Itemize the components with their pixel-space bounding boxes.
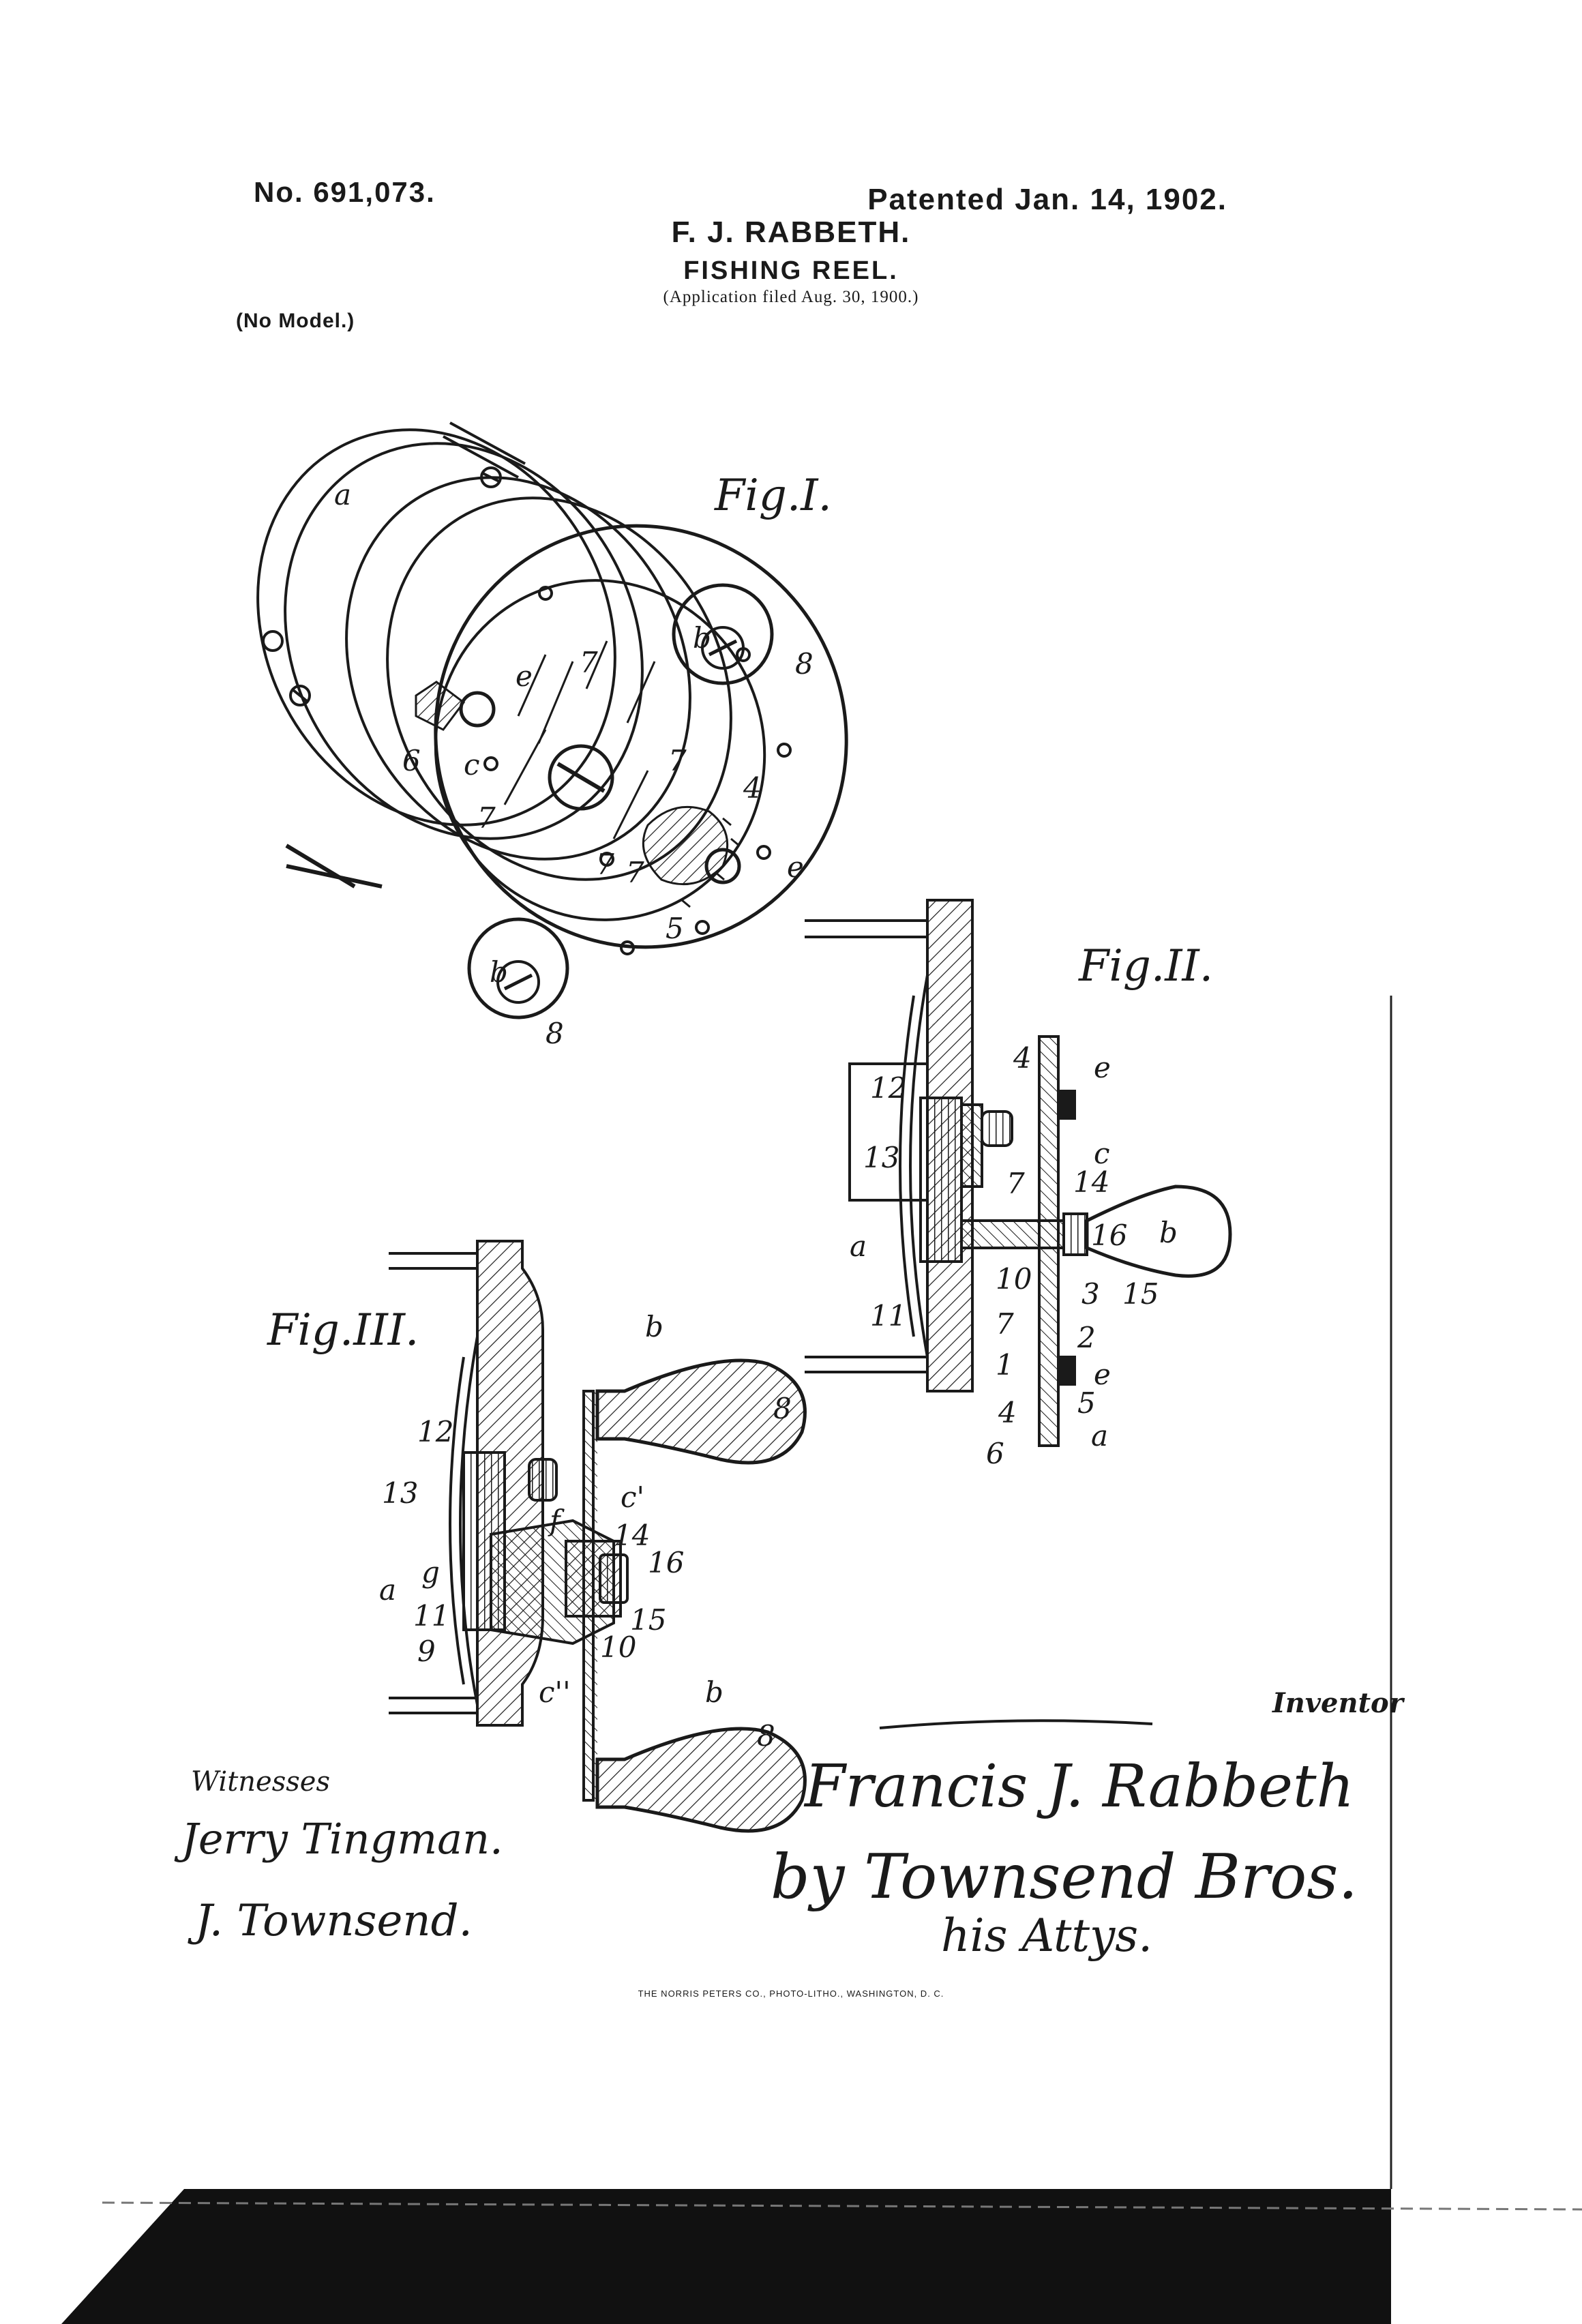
attorney-note: his Attys. [941, 1909, 1153, 1962]
figure-3-numerals: b 8 12 13 c' f 14 a g 16 11 15 9 10 c'' … [379, 1310, 792, 1753]
ref-numeral: c' [621, 1480, 644, 1514]
ref-numeral: 8 [757, 1719, 775, 1753]
inventor-signature: Francis J. Rabbeth [805, 1753, 1354, 1821]
attorney-signature: by Townsend Bros. [771, 1841, 1358, 1913]
ref-numeral: 10 [996, 1262, 1032, 1296]
witness-signature-1: Jerry Tingman. [181, 1814, 503, 1864]
ref-numeral: g [421, 1555, 440, 1589]
figure-2-drawing [805, 899, 1232, 1447]
ref-numeral: 10 [600, 1630, 636, 1664]
figure-1-label: Fig.I. [715, 471, 832, 521]
model-note: (No Model.) [236, 310, 355, 332]
ref-numeral: 4 [743, 771, 762, 805]
lithographer-credit: THE NORRIS PETERS CO., PHOTO-LITHO., WAS… [638, 1988, 944, 1999]
ref-numeral: a [850, 1230, 867, 1263]
ref-numeral: e [516, 659, 533, 693]
ref-numeral: 16 [1091, 1219, 1127, 1252]
ref-numeral: 13 [863, 1141, 899, 1174]
ref-numeral: c [1094, 1137, 1110, 1170]
ref-numeral: 7 [996, 1307, 1014, 1341]
witnesses-label: Witnesses [191, 1766, 330, 1798]
inventor-label: Inventor [1272, 1687, 1403, 1719]
figure-1-numerals: a b 8 e 7 6 c 7 7 4 7 e 7 5 b 8 [334, 478, 814, 1050]
ref-numeral: e [787, 850, 804, 884]
ref-numeral: 11 [870, 1299, 906, 1332]
ref-numeral: 7 [596, 848, 614, 881]
scan-edge [61, 2189, 1391, 2324]
ref-numeral: 15 [630, 1603, 666, 1637]
inventor-name: F. J. RABBETH. [671, 215, 911, 249]
ref-numeral: a [334, 478, 351, 511]
ref-numeral: 6 [986, 1437, 1004, 1470]
ref-numeral: 9 [417, 1635, 436, 1668]
figure-2-label: Fig.II. [1079, 941, 1214, 992]
ref-numeral: 14 [614, 1519, 650, 1552]
ref-numeral: a [1091, 1419, 1108, 1452]
patent-number: No. 691,073. [254, 176, 436, 208]
ref-numeral: 6 [402, 744, 421, 777]
ref-numeral: 8 [795, 647, 814, 681]
witness-signature-2: J. Townsend. [195, 1896, 473, 1946]
ref-numeral: 7 [1006, 1167, 1025, 1200]
ref-numeral: 7 [626, 856, 644, 889]
ref-numeral: 13 [382, 1476, 418, 1510]
ref-numeral: b [693, 621, 711, 655]
ref-numeral: 5 [1077, 1386, 1096, 1420]
figure-2-numerals: 4 e 12 c 13 7 14 a 16 b 10 3 15 11 7 2 1… [850, 1041, 1178, 1470]
ref-numeral: 5 [666, 912, 684, 945]
ref-numeral: b [1159, 1216, 1178, 1249]
scan-edge-dashes [102, 2201, 1582, 2211]
ref-numeral: 12 [417, 1415, 453, 1448]
ref-numeral: 12 [870, 1071, 906, 1105]
ref-numeral: 3 [1081, 1277, 1100, 1311]
ref-numeral: 7 [580, 646, 598, 679]
ref-numeral: c'' [539, 1675, 571, 1709]
ref-numeral: 7 [668, 744, 687, 777]
ref-numeral: c [464, 748, 480, 781]
ref-numeral: b [490, 955, 508, 989]
ref-numeral: 16 [648, 1546, 684, 1579]
figure-1-drawing [256, 421, 848, 1019]
patent-title: FISHING REEL. [683, 256, 899, 285]
ref-numeral: 15 [1122, 1277, 1159, 1311]
ref-numeral: 8 [773, 1392, 792, 1425]
ref-numeral: 4 [1013, 1041, 1032, 1075]
figure-3-drawing [389, 1240, 807, 1833]
ref-numeral: 7 [477, 801, 496, 835]
figure-3-label: Fig.III. [267, 1305, 419, 1356]
ref-numeral: e [1094, 1051, 1111, 1084]
inventor-underline [879, 1719, 1153, 1729]
ref-numeral: 4 [998, 1396, 1017, 1429]
ref-numeral: b [645, 1310, 663, 1343]
ref-numeral: 2 [1077, 1321, 1096, 1354]
ref-numeral: a [379, 1573, 396, 1607]
ref-numeral: e [1094, 1358, 1111, 1391]
patent-date: Patented Jan. 14, 1902. [867, 183, 1227, 216]
ref-numeral: 8 [546, 1017, 564, 1050]
ref-numeral: 14 [1073, 1165, 1109, 1199]
ref-numeral: b [705, 1675, 723, 1709]
ref-numeral: 1 [996, 1348, 1014, 1382]
application-filed: (Application filed Aug. 30, 1900.) [663, 288, 919, 306]
ref-numeral: 11 [413, 1599, 449, 1633]
